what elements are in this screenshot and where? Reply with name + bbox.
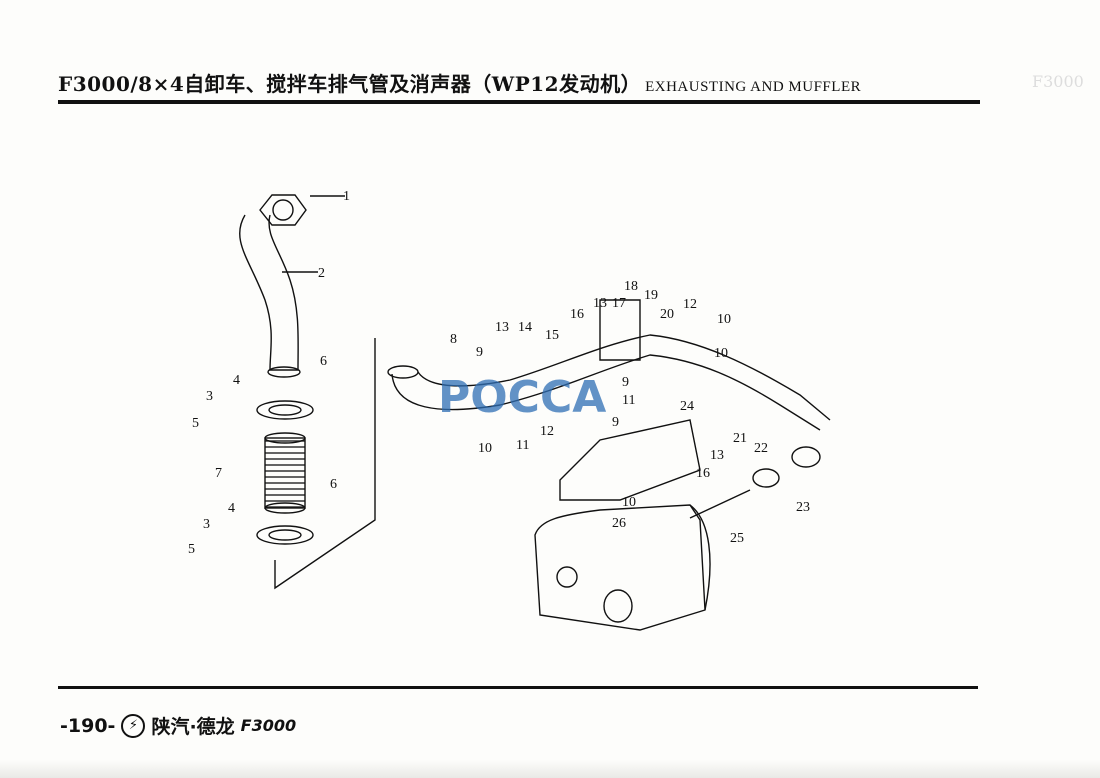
right-pipe-assembly [387, 299, 831, 631]
callout-label: 8 [450, 332, 457, 347]
shacman-logo-icon: ⚡ [121, 713, 146, 738]
callout-label: 3 [203, 517, 210, 532]
brand-name: 陕汽·德龙 [151, 716, 235, 738]
scan-edge [0, 760, 1100, 778]
watermark-logo: POCCA [438, 372, 606, 423]
callout-label: 5 [188, 542, 195, 557]
callout-label: 16 [570, 307, 584, 322]
page-number: -190- [60, 714, 116, 737]
callout-label: 11 [516, 438, 529, 453]
callout-label: 5 [192, 416, 199, 431]
callout-label: 7 [215, 466, 222, 481]
callout-label: 19 [644, 288, 658, 303]
page-footer: -190- ⚡ 陕汽·德龙 F3000 [60, 712, 296, 739]
callout-label: 14 [518, 320, 532, 335]
header-rule [58, 100, 980, 104]
callout-label: 9 [612, 415, 619, 430]
callout-label: 10 [714, 346, 728, 361]
callout-label: 24 [680, 399, 694, 414]
title-chinese: F3000/8×4自卸车、搅拌车排气管及消声器（WP12发动机） [58, 72, 642, 96]
callout-label: 2 [318, 266, 325, 281]
callout-label: 20 [660, 307, 674, 322]
callout-label: 26 [612, 516, 626, 531]
callout-label: 25 [730, 531, 744, 546]
callout-label: 10 [478, 441, 492, 456]
callout-label: 11 [622, 393, 635, 408]
callout-label: 10 [622, 495, 636, 510]
callout-label: 23 [796, 500, 810, 515]
callout-label: 22 [754, 441, 768, 456]
page-title: F3000/8×4自卸车、搅拌车排气管及消声器（WP12发动机）EXHAUSTI… [58, 68, 861, 97]
left-pipe-assembly [239, 194, 376, 590]
footer-rule [58, 686, 978, 689]
callout-label: 16 [696, 466, 710, 481]
callout-label: 10 [717, 312, 731, 327]
callout-label: 15 [545, 328, 559, 343]
brand-model: F3000 [240, 716, 297, 735]
callout-label: 13 [593, 296, 607, 311]
callout-label: 1 [343, 189, 350, 204]
title-english: EXHAUSTING AND MUFFLER [645, 79, 862, 95]
callout-label: 4 [228, 501, 235, 516]
callout-label: 3 [206, 389, 213, 404]
callout-label: 18 [624, 279, 638, 294]
callout-label: 4 [233, 373, 240, 388]
callout-label: 12 [683, 297, 697, 312]
callout-label: 12 [540, 424, 554, 439]
bleed-through-text: F3000 [1032, 72, 1084, 91]
callout-label: 21 [733, 431, 747, 446]
callout-label: 13 [710, 448, 724, 463]
callout-label: 9 [622, 375, 629, 390]
callouts: 1 2 6 4 3 5 7 6 4 3 5 8 9 13 14 15 10 11… [188, 189, 810, 557]
callout-label: 13 [495, 320, 509, 335]
callout-label: 17 [612, 296, 626, 311]
callout-label: 9 [476, 345, 483, 360]
callout-label: 6 [330, 477, 337, 492]
callout-label: 6 [320, 354, 327, 369]
